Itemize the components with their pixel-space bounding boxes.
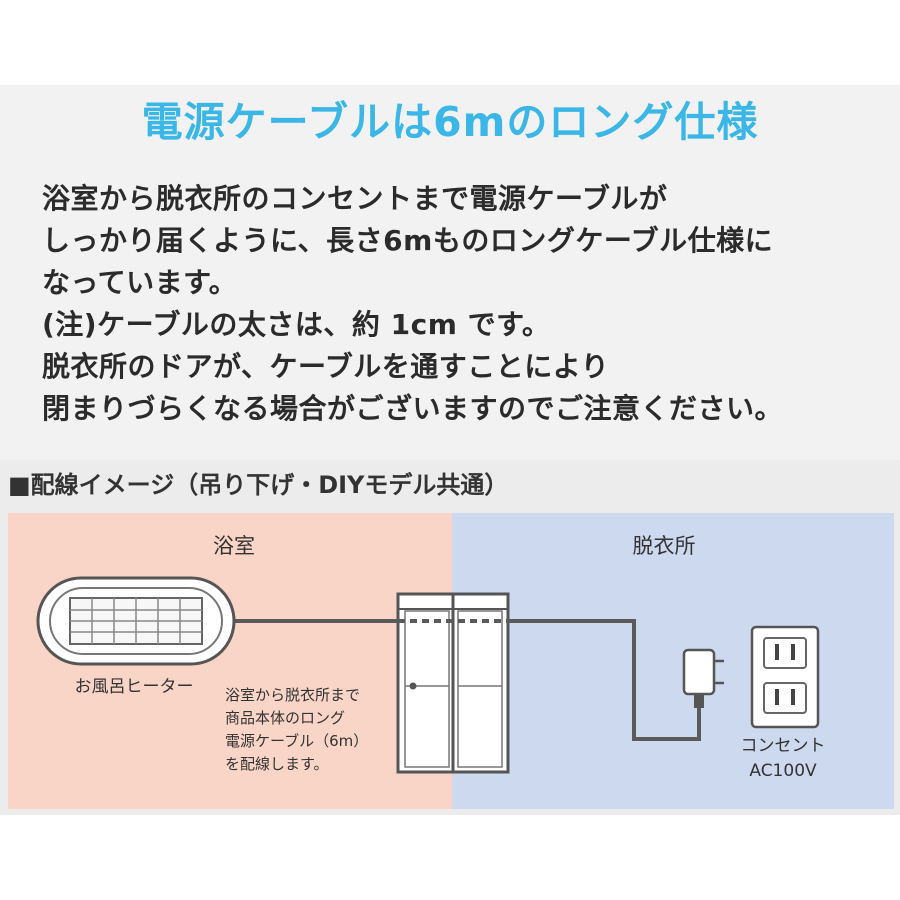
cable-note-line: 浴室から脱衣所まで [225,686,360,704]
description-line: 浴室から脱衣所のコンセントまで電源ケーブルが [42,182,668,215]
cable-note-line: 商品本体のロング [225,709,345,727]
plug-icon [682,648,724,708]
bath-heater-icon [36,576,236,666]
headline: 電源ケーブルは6mのロング仕様 [141,98,759,146]
description-line: しっかり届くように、長さ6mものロングケーブル仕様に [42,224,774,257]
door-knob-icon [409,682,417,690]
cable-note-line: を配線します。 [225,755,329,773]
description: 浴室から脱衣所のコンセントまで電源ケーブルが しっかり届くように、長さ6mものロ… [42,178,882,430]
description-line: (注)ケーブルの太さは、約 1cm です。 [42,308,551,341]
outlet-label: コンセント [741,736,826,756]
intro-background [0,85,900,460]
cable-note-line: 電源ケーブル（6m） [225,732,368,750]
dressing-room-area [452,513,894,809]
door-icon [396,592,510,774]
dressing-room-label: 脱衣所 [633,534,696,558]
description-line: 閉まりづらくなる場合がございますのでご注意ください。 [42,392,784,425]
bathroom-label: 浴室 [213,534,255,558]
wall-outlet-icon [750,625,820,729]
heater-label: お風呂ヒーター [75,677,194,697]
outlet-voltage-label: AC100V [749,761,817,781]
description-line: なっています。 [42,266,238,299]
section-heading: ■配線イメージ（吊り下げ・DIYモデル共通） [8,471,509,499]
description-line: 脱衣所のドアが、ケーブルを通すことにより [42,350,610,383]
